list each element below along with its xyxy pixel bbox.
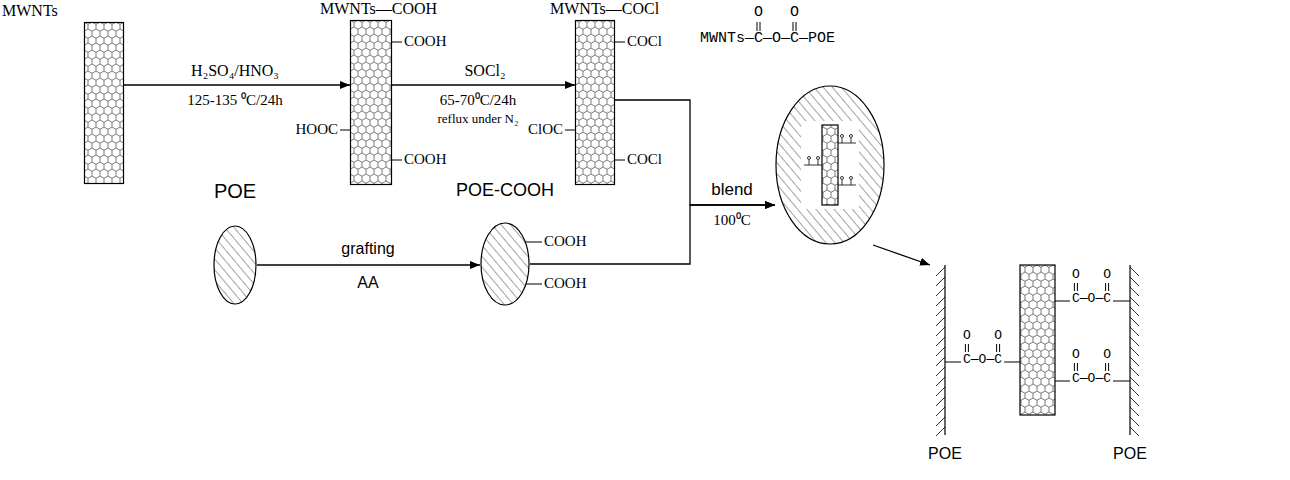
polymer-name: POE	[214, 180, 256, 203]
reaction-label: grafting	[341, 240, 394, 258]
functional-group: COOH	[404, 33, 447, 50]
single-bond	[945, 301, 1130, 381]
polymer-chain	[936, 265, 1139, 436]
bond-line	[526, 284, 542, 285]
reaction-label: blend	[711, 180, 753, 200]
bond-line	[525, 242, 542, 243]
bond-line	[340, 130, 350, 131]
grafted-poe-particle: POE-COOHCOOHCOOH	[480, 222, 530, 306]
nanotube-wall	[822, 125, 838, 205]
oxygen-atom: O	[790, 4, 799, 21]
blob-shape	[480, 222, 530, 306]
oxygen-atom: O	[963, 329, 971, 344]
tube-shape	[84, 22, 124, 184]
tube-shape	[350, 20, 392, 185]
reaction-condition: reflux under N₂	[437, 112, 518, 127]
functional-group: HOOC	[295, 121, 338, 138]
clear-area	[801, 121, 859, 209]
nanotube-wall	[351, 21, 392, 185]
bond-line	[615, 42, 625, 43]
bond-line	[565, 130, 575, 131]
oxygen-atom: O	[1103, 348, 1111, 363]
product-shape	[775, 85, 885, 245]
reaction-label: H₂SO₄/HNO₃	[191, 62, 279, 80]
polymer-name: POE-COOH	[456, 180, 554, 201]
reaction-condition: 125-135 ⁰C/24h	[187, 92, 282, 109]
oxidized-nanotube: MWNTs—COOHCOOHHOOCCOOH	[350, 20, 392, 185]
final-shape	[925, 265, 1150, 470]
reaction-condition: 65-70⁰C/24h	[440, 92, 517, 109]
reaction-arrow	[257, 264, 480, 265]
tube-shape	[575, 20, 615, 185]
particle-outline	[776, 86, 884, 244]
reaction-arrow	[530, 205, 775, 264]
reaction-condition: 100⁰C	[713, 212, 751, 229]
nanotube-wall	[576, 21, 615, 185]
reaction-arrow	[124, 84, 350, 85]
acyl-chloride-nanotube: MWNTs—COClCOClClOCCOCl	[575, 20, 615, 185]
bond-line	[615, 160, 625, 161]
functional-group: COOH	[544, 275, 587, 292]
particle-outline	[214, 226, 256, 304]
reaction-label: SOCl₂	[464, 62, 505, 80]
oxygen-atom: O	[754, 4, 763, 21]
bond-line	[392, 160, 402, 161]
functional-group: COOH	[544, 233, 587, 250]
bond-line	[392, 42, 402, 43]
reaction-arrow	[392, 84, 575, 85]
anhydride-linkage: C—O—C	[1072, 292, 1111, 307]
carbonyl-double-bond	[757, 22, 1109, 371]
nanotube-wall	[85, 23, 124, 184]
functional-group: COOH	[404, 151, 447, 168]
blob-shape	[213, 225, 257, 305]
oxygen-atom: O	[1103, 268, 1111, 283]
functional-group: COCl	[627, 151, 662, 168]
crosslinked-structure: POE POE	[925, 265, 1150, 470]
oxygen-atom: O	[1072, 268, 1080, 283]
functional-group: ClOC	[528, 121, 563, 138]
compound-name: MWNTs—COOH	[320, 0, 437, 18]
compound-name: MWNTs—COCl	[550, 0, 659, 18]
composite-particle: MWNTs—C—O—C—POE	[775, 85, 885, 245]
reagent-name: AA	[357, 274, 378, 292]
reaction-arrow	[873, 245, 930, 265]
nanotube-wall	[1020, 265, 1055, 415]
nanotube: MWNTs	[84, 22, 124, 184]
poe-particle: POE	[213, 225, 257, 305]
particle-outline	[481, 223, 529, 305]
polymer-chain-label: POE	[1113, 445, 1147, 463]
anhydride-linkage: C—O—C	[963, 353, 1002, 368]
oxygen-atom: O	[1072, 348, 1080, 363]
compound-name: MWNTs	[2, 2, 58, 20]
anhydride-linkage: C—O—C	[1072, 372, 1111, 387]
anhydride-mark	[804, 135, 856, 186]
oxygen-atom: O	[994, 329, 1002, 344]
product-formula: MWNTs—C—O—C—POE	[700, 30, 835, 47]
functional-group: COCl	[627, 33, 662, 50]
reaction-arrow	[615, 100, 775, 205]
polymer-chain-label: POE	[928, 445, 962, 463]
